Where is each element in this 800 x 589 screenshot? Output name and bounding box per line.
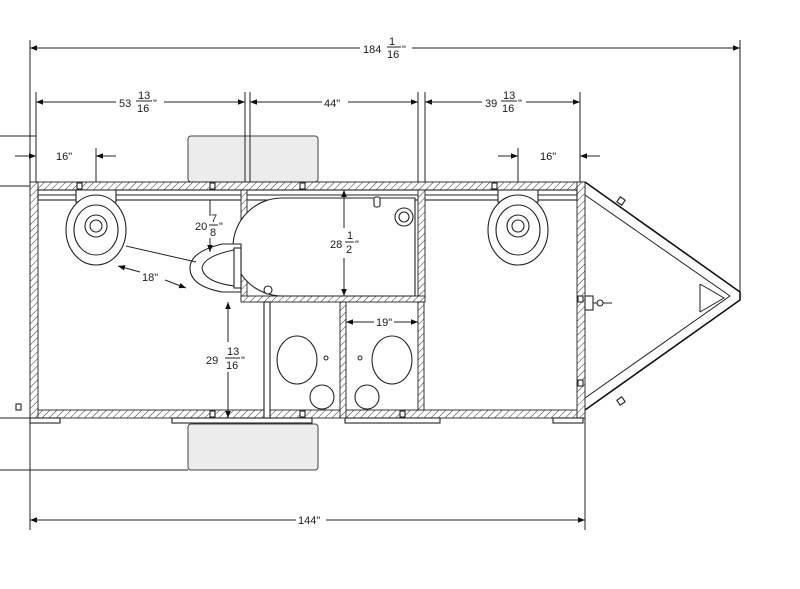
urinal bbox=[189, 243, 242, 293]
hitch-jack-icon bbox=[584, 295, 612, 311]
svg-text:": " bbox=[518, 98, 522, 110]
sink-width-label: 19" bbox=[376, 317, 392, 329]
svg-text:39: 39 bbox=[485, 98, 497, 110]
svg-text:16: 16 bbox=[502, 103, 514, 115]
right-toilet bbox=[487, 189, 549, 266]
svg-text:": " bbox=[219, 221, 223, 233]
svg-text:29: 29 bbox=[206, 355, 218, 367]
svg-text:8: 8 bbox=[210, 227, 216, 239]
svg-text:13: 13 bbox=[227, 346, 239, 358]
left-toilet-offset-label: 16" bbox=[56, 151, 72, 163]
svg-text:28: 28 bbox=[330, 239, 342, 251]
svg-text:2: 2 bbox=[346, 244, 352, 256]
wall-bolts bbox=[15, 182, 584, 418]
top-wheel bbox=[187, 135, 319, 183]
tub-fixture bbox=[373, 196, 381, 208]
urinal-clearance-dim bbox=[117, 265, 141, 273]
urinal-clearance-label: 18" bbox=[142, 272, 158, 284]
tub-small-drain-icon bbox=[263, 285, 273, 295]
svg-text:": " bbox=[241, 355, 245, 367]
svg-text:7: 7 bbox=[211, 213, 217, 225]
center-tub bbox=[232, 197, 416, 297]
svg-text:20: 20 bbox=[195, 221, 207, 233]
left-room-width-label: 53 13 16 " bbox=[119, 90, 157, 115]
svg-text:184: 184 bbox=[363, 44, 381, 56]
svg-text:": " bbox=[402, 44, 406, 56]
tub-height-label: 28 1 2 " bbox=[330, 230, 359, 256]
svg-text:53: 53 bbox=[119, 98, 131, 110]
urinal-depth-label: 20 7 8 " bbox=[195, 213, 223, 239]
right-sink-cabinet bbox=[354, 335, 413, 410]
svg-text:1: 1 bbox=[389, 36, 395, 48]
bottom-wheel bbox=[187, 423, 319, 471]
left-toilet bbox=[65, 189, 127, 266]
trailer-tongue bbox=[584, 181, 741, 411]
floor-strips bbox=[29, 417, 584, 424]
svg-text:16: 16 bbox=[226, 360, 238, 372]
urinal-clearance-ext bbox=[125, 245, 197, 263]
svg-text:": " bbox=[355, 239, 359, 251]
right-room-width-label: 39 13 16 " bbox=[485, 90, 522, 115]
svg-text:": " bbox=[153, 98, 157, 110]
box-length-label: 144" bbox=[298, 515, 320, 527]
svg-text:13: 13 bbox=[138, 90, 150, 102]
svg-text:13: 13 bbox=[503, 90, 515, 102]
left-sink-cabinet bbox=[276, 335, 335, 410]
svg-text:16: 16 bbox=[387, 49, 399, 61]
overall-length-label: 184 1 16 " bbox=[363, 36, 406, 61]
svg-text:1: 1 bbox=[347, 230, 353, 242]
right-toilet-offset-label: 16" bbox=[540, 151, 556, 163]
svg-text:16: 16 bbox=[137, 103, 149, 115]
urinal-clearance-dim-b bbox=[164, 279, 187, 289]
center-room-width-label: 44" bbox=[324, 98, 340, 110]
sink-depth-label: 29 13 16 " bbox=[206, 346, 245, 372]
